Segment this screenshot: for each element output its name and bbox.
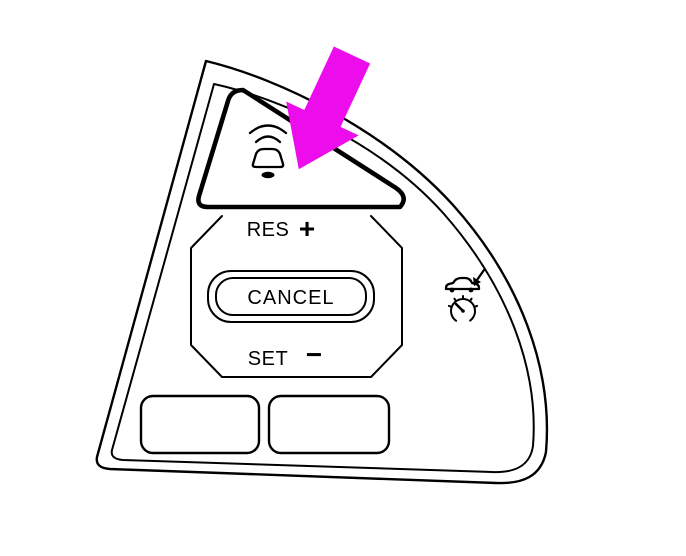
cancel-label: CANCEL [247, 287, 334, 309]
vehicle-distance-icon [248, 124, 288, 179]
bottom-right-button [267, 394, 391, 455]
plus-sign: + [299, 213, 315, 244]
cancel-button-outer [207, 270, 375, 323]
bottom-left-button [139, 394, 261, 455]
cancel-button-inner [215, 277, 367, 316]
callout-arrow [286, 46, 371, 170]
vehicle-distance-button [196, 87, 406, 210]
rocker-outline [190, 215, 403, 378]
set-label: SET [248, 348, 288, 370]
res-label: RES [247, 219, 290, 241]
minus-sign: − [306, 339, 322, 370]
adaptive-cruise-icon [444, 268, 486, 324]
